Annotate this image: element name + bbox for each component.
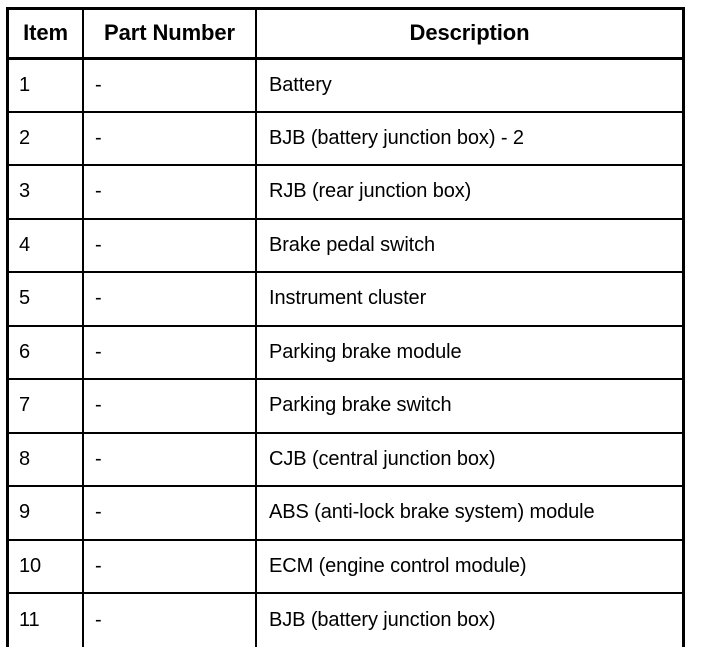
column-header-description: Description bbox=[256, 10, 682, 60]
cell-item: 6 bbox=[9, 324, 84, 379]
table-row: 2-BJB (battery junction box) - 2 bbox=[9, 110, 682, 165]
cell-description: BJB (battery junction box) bbox=[256, 592, 682, 647]
cell-description: Parking brake switch bbox=[256, 378, 682, 433]
table-header: Item Part Number Description bbox=[9, 10, 682, 60]
cell-part-number: - bbox=[83, 431, 257, 486]
cell-description: Parking brake module bbox=[256, 324, 682, 379]
cell-part-number: - bbox=[83, 324, 257, 379]
table-header-row: Item Part Number Description bbox=[9, 10, 682, 60]
table-row: 11-BJB (battery junction box) bbox=[9, 592, 682, 647]
table-row: 6-Parking brake module bbox=[9, 324, 682, 379]
table-row: 10-ECM (engine control module) bbox=[9, 538, 682, 593]
table-row: 7-Parking brake switch bbox=[9, 378, 682, 433]
cell-item: 8 bbox=[9, 431, 84, 486]
cell-description: BJB (battery junction box) - 2 bbox=[256, 110, 682, 165]
cell-item: 11 bbox=[9, 592, 84, 647]
cell-item: 7 bbox=[9, 378, 84, 433]
cell-part-number: - bbox=[83, 58, 257, 112]
column-header-item: Item bbox=[9, 10, 84, 60]
cell-item: 4 bbox=[9, 217, 84, 272]
table-row: 3-RJB (rear junction box) bbox=[9, 164, 682, 219]
cell-part-number: - bbox=[83, 592, 257, 647]
cell-description: ECM (engine control module) bbox=[256, 538, 682, 593]
cell-part-number: - bbox=[83, 538, 257, 593]
cell-description: Brake pedal switch bbox=[256, 217, 682, 272]
cell-description: CJB (central junction box) bbox=[256, 431, 682, 486]
cell-item: 9 bbox=[9, 485, 84, 540]
column-header-part-number: Part Number bbox=[83, 10, 257, 60]
cell-item: 2 bbox=[9, 110, 84, 165]
table-row: 9-ABS (anti-lock brake system) module bbox=[9, 485, 682, 540]
table-row: 1-Battery bbox=[9, 58, 682, 112]
cell-description: ABS (anti-lock brake system) module bbox=[256, 485, 682, 540]
cell-description: Battery bbox=[269, 73, 332, 96]
table-row: 4-Brake pedal switch bbox=[9, 217, 682, 272]
cell-item: 5 bbox=[9, 271, 84, 326]
cell-part-number: - bbox=[83, 164, 257, 219]
table-row: 5-Instrument cluster bbox=[9, 271, 682, 326]
cell-item: 10 bbox=[9, 538, 84, 593]
cell-item: 3 bbox=[9, 164, 84, 219]
table-row: 8-CJB (central junction box) bbox=[9, 431, 682, 486]
cell-description: RJB (rear junction box) bbox=[256, 164, 682, 219]
cell-description: Instrument cluster bbox=[256, 271, 682, 326]
cell-part-number: - bbox=[83, 271, 257, 326]
cell-part-number: - bbox=[83, 485, 257, 540]
cell-item: 1 bbox=[9, 58, 84, 112]
cell-part-number: - bbox=[83, 217, 257, 272]
cell-part-number: - bbox=[83, 378, 257, 433]
cell-part-number: - bbox=[83, 110, 257, 165]
